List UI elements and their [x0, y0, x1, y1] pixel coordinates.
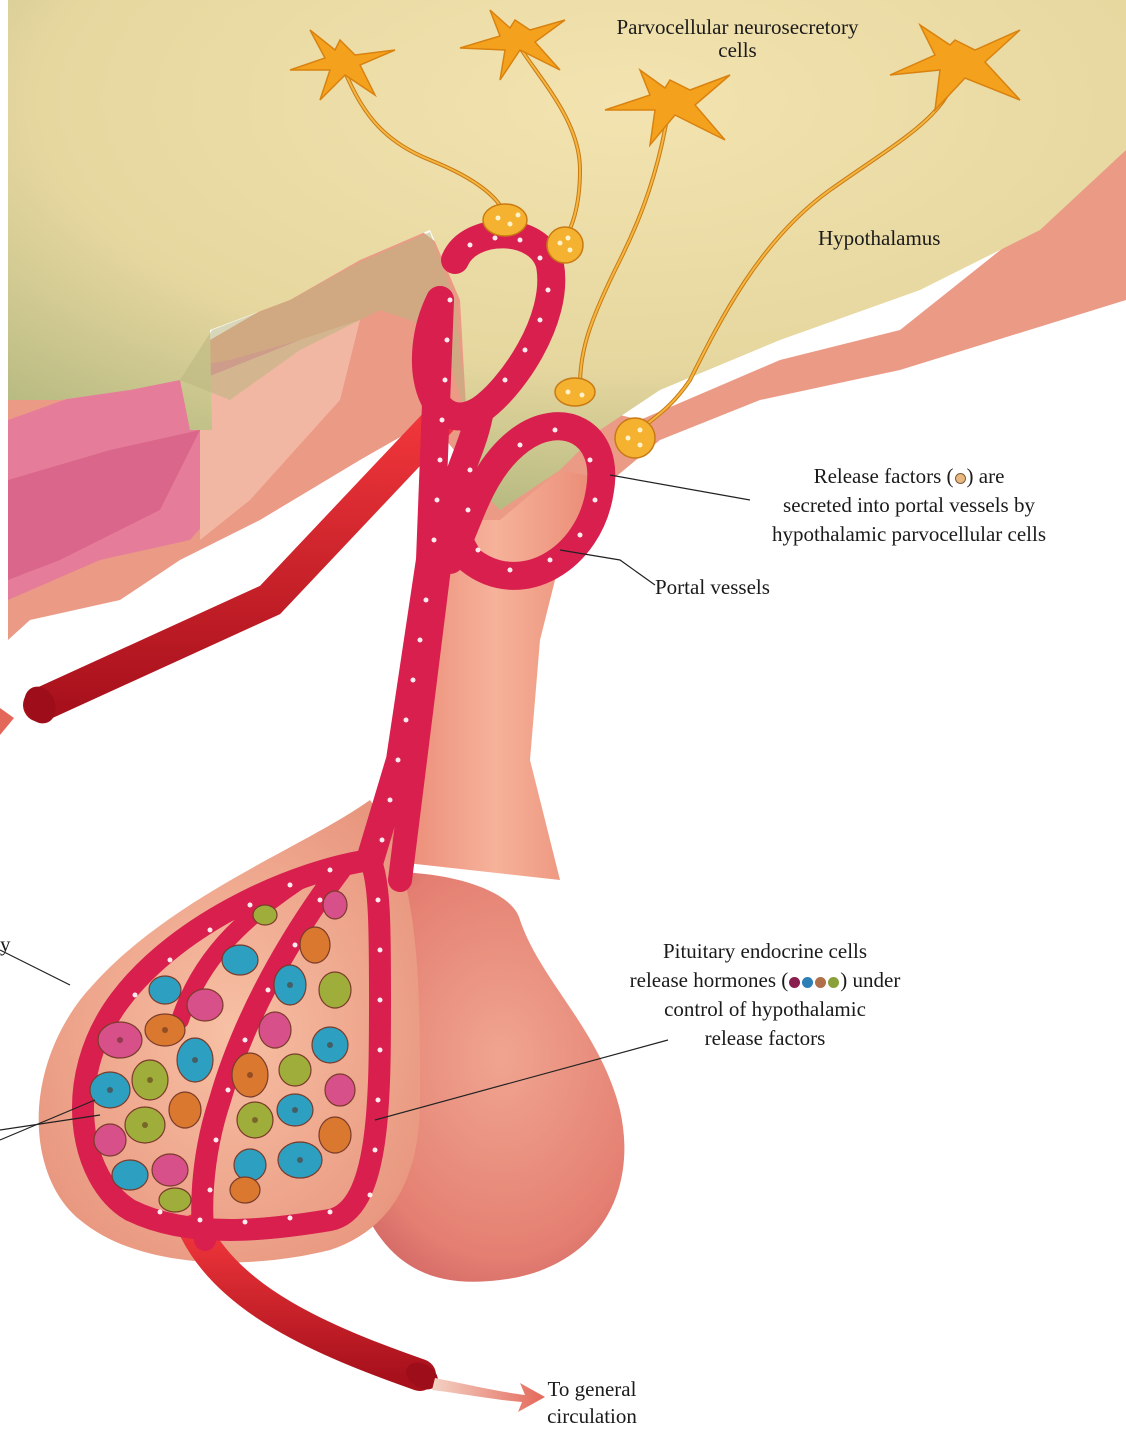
release-factors-line1-pre: Release factors ( [814, 464, 954, 488]
pituitary-cells-line1: Pituitary endocrine cells [585, 937, 945, 966]
release-factors-label: Release factors ( ) are secreted into por… [733, 462, 1085, 549]
inflow-arrow [0, 708, 14, 735]
pituitary-cells-label: Pituitary endocrine cells release hormon… [585, 937, 945, 1053]
parvocellular-label: Parvocellular neurosecretory cells [585, 13, 890, 65]
pituitary-cells-line4: release factors [585, 1024, 945, 1053]
hormone-dot-icon-3 [815, 977, 826, 988]
general-circulation-label: To general circulation [533, 1376, 651, 1430]
release-factors-line1: Release factors ( ) are [733, 462, 1085, 491]
pituitary-cells-line2: release hormones ( ) under [585, 966, 945, 995]
release-factors-line3: hypothalamic parvocellular cells [733, 520, 1085, 549]
portal-vessels-label: Portal vessels [655, 573, 770, 602]
release-factors-line1-post: ) are [967, 464, 1005, 488]
hormone-dot-icon-1 [789, 977, 800, 988]
edge-fragment-text: y [0, 932, 11, 956]
release-factors-line2: secreted into portal vessels by [733, 491, 1085, 520]
release-factor-dot-icon [955, 473, 966, 484]
hypothalamus-label: Hypothalamus [818, 224, 940, 253]
hormone-dot-icon-4 [828, 977, 839, 988]
hypothalamus-label-text: Hypothalamus [818, 226, 940, 250]
general-circulation-line1: To general [533, 1376, 651, 1403]
hormone-dot-icon-2 [802, 977, 813, 988]
general-circulation-line2: circulation [533, 1403, 651, 1430]
general-circulation-arrow [432, 1378, 545, 1412]
pituitary-cells-line2-post: ) under [840, 968, 900, 992]
pituitary-cells-line2-pre: release hormones ( [630, 968, 789, 992]
edge-fragment-label: y [0, 930, 11, 959]
pituitary-cells-line3: control of hypothalamic [585, 995, 945, 1024]
portal-vessels-label-text: Portal vessels [655, 575, 770, 599]
